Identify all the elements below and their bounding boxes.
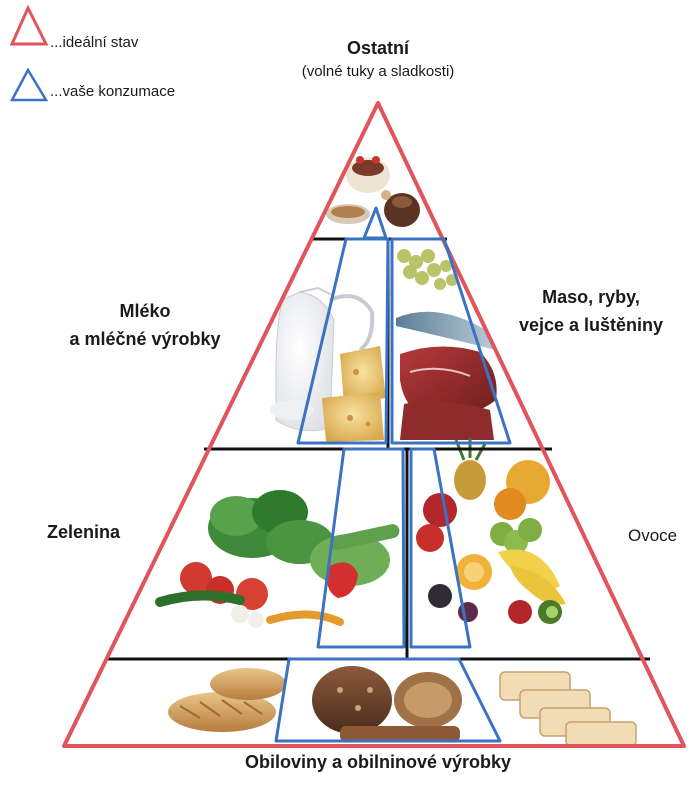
tier-milk-label: Mléko a mléčné výrobky [40,297,250,353]
legend-ideal-label: ...ideální stav [50,34,138,51]
tier-meat-line1: Maso, ryby, [486,283,696,311]
tier-vegetables-label: Zelenina [47,522,120,543]
legend-consumption-label: ...vaše konzumace [50,83,175,100]
tier-grains-label: Obiloviny a obilninové výrobky [198,752,558,773]
tier-fruit-label: Ovoce [628,526,677,546]
tier-top-subtitle: (volné tuky a sladkosti) [268,63,488,80]
tier-meat-line2: vejce a luštěniny [486,311,696,339]
tier-top-title: Ostatní [268,38,488,59]
ideal-triangle-icon [12,8,46,44]
bread-icon [168,666,636,746]
tier-milk-line1: Mléko [40,297,250,325]
vegetables-icon [160,490,401,628]
consumption-triangle-icon [12,70,46,100]
tier-meat-label: Maso, ryby, vejce a luštěniny [486,283,696,339]
tier-top-label: Ostatní (volné tuky a sladkosti) [268,38,488,80]
tier-milk-line2: a mléčné výrobky [40,325,250,353]
